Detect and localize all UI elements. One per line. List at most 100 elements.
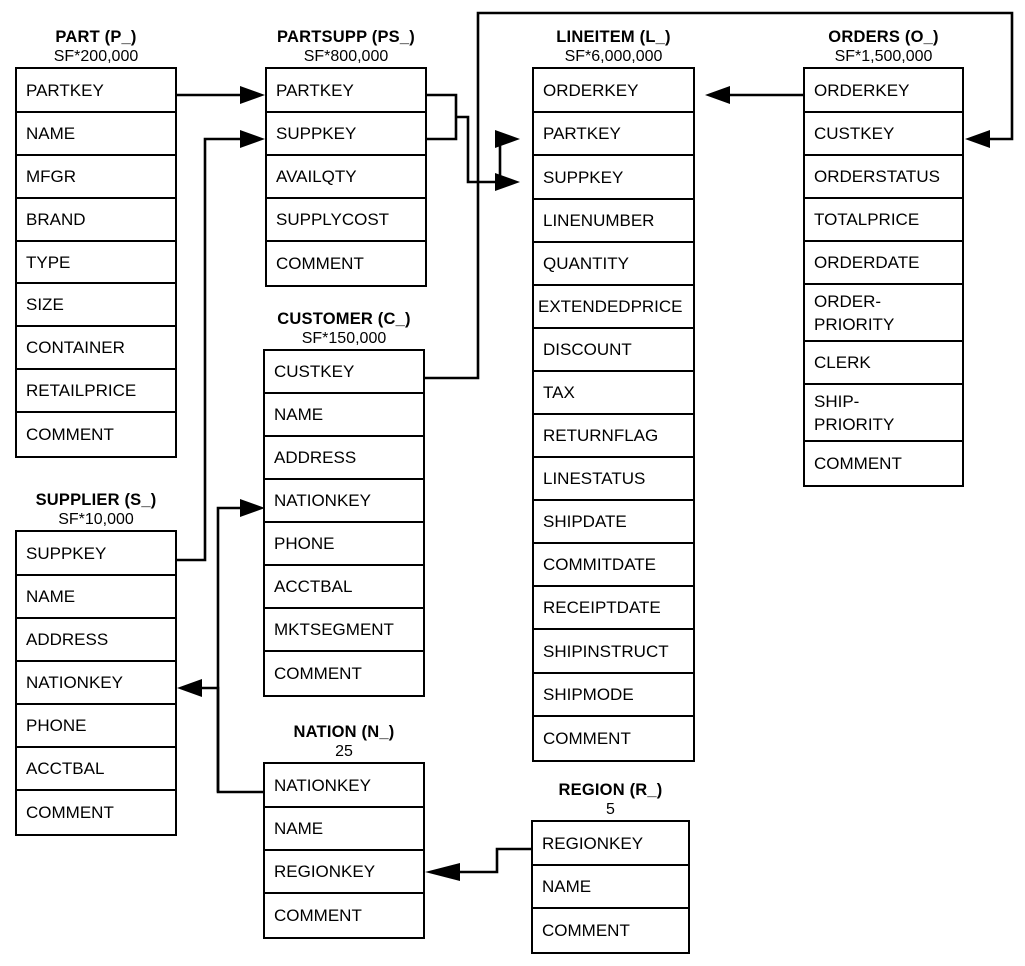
entity-lineitem-fields: ORDERKEY PARTKEY SUPPKEY LINENUMBER QUAN… bbox=[532, 67, 695, 762]
entity-nation-fields: NATIONKEY NAME REGIONKEY COMMENT bbox=[263, 762, 425, 939]
field-lineitem-tax[interactable]: TAX bbox=[534, 372, 693, 415]
entity-supplier-fields: SUPPKEY NAME ADDRESS NATIONKEY PHONE ACC… bbox=[15, 530, 177, 836]
field-customer-acctbal[interactable]: ACCTBAL bbox=[265, 566, 423, 609]
entity-partsupp-fields: PARTKEY SUPPKEY AVAILQTY SUPPLYCOST COMM… bbox=[265, 67, 427, 287]
field-region-name[interactable]: NAME bbox=[533, 866, 688, 909]
field-part-name[interactable]: NAME bbox=[17, 113, 175, 156]
field-orders-orderpriority[interactable]: ORDER-PRIORITY bbox=[805, 285, 962, 342]
field-nation-regionkey[interactable]: REGIONKEY bbox=[265, 851, 423, 894]
entity-supplier-title: SUPPLIER (S_) bbox=[35, 491, 157, 509]
entity-nation-title: NATION (N_) bbox=[293, 723, 395, 741]
field-orders-orderstatus[interactable]: ORDERSTATUS bbox=[805, 156, 962, 199]
entity-nation[interactable]: NATION (N_) 25 NATIONKEY NAME REGIONKEY … bbox=[263, 723, 425, 939]
field-orders-comment[interactable]: COMMENT bbox=[805, 442, 962, 485]
field-lineitem-linenumber[interactable]: LINENUMBER bbox=[534, 200, 693, 243]
field-customer-comment[interactable]: COMMENT bbox=[265, 652, 423, 695]
field-nation-nationkey[interactable]: NATIONKEY bbox=[265, 764, 423, 808]
connector-region-regionkey-to-nation-regionkey bbox=[425, 847, 531, 881]
entity-part-fields: PARTKEY NAME MFGR BRAND TYPE SIZE CONTAI… bbox=[15, 67, 177, 458]
field-customer-phone[interactable]: PHONE bbox=[265, 523, 423, 566]
entity-partsupp-title: PARTSUPP (PS_) bbox=[277, 28, 415, 46]
field-lineitem-extendedprice[interactable]: EXTENDEDPRICE bbox=[534, 286, 693, 329]
field-lineitem-linestatus[interactable]: LINESTATUS bbox=[534, 458, 693, 501]
field-region-regionkey[interactable]: REGIONKEY bbox=[533, 822, 688, 866]
connector-customer-custkey-to-orders-custkey bbox=[425, 11, 1014, 380]
field-supplier-acctbal[interactable]: ACCTBAL bbox=[17, 748, 175, 791]
entity-orders[interactable]: ORDERS (O_) SF*1,500,000 ORDERKEY CUSTKE… bbox=[803, 28, 964, 487]
field-customer-mktsegment[interactable]: MKTSEGMENT bbox=[265, 609, 423, 652]
field-part-partkey[interactable]: PARTKEY bbox=[17, 69, 175, 113]
field-supplier-comment[interactable]: COMMENT bbox=[17, 791, 175, 834]
field-part-comment[interactable]: COMMENT bbox=[17, 413, 175, 456]
entity-partsupp-count: SF*800,000 bbox=[303, 48, 389, 65]
connector-partsupp-to-lineitem bbox=[427, 93, 520, 191]
field-supplier-address[interactable]: ADDRESS bbox=[17, 619, 175, 662]
field-nation-comment[interactable]: COMMENT bbox=[265, 894, 423, 937]
entity-part-count: SF*200,000 bbox=[53, 48, 139, 65]
field-region-comment[interactable]: COMMENT bbox=[533, 909, 688, 952]
entity-lineitem-title: LINEITEM (L_) bbox=[556, 28, 671, 46]
entity-region[interactable]: REGION (R_) 5 REGIONKEY NAME COMMENT bbox=[531, 781, 690, 954]
field-nation-name[interactable]: NAME bbox=[265, 808, 423, 851]
entity-orders-count: SF*1,500,000 bbox=[834, 48, 933, 65]
field-partsupp-partkey[interactable]: PARTKEY bbox=[267, 69, 425, 113]
field-lineitem-suppkey[interactable]: SUPPKEY bbox=[534, 156, 693, 200]
field-orders-clerk[interactable]: CLERK bbox=[805, 342, 962, 385]
entity-customer-fields: CUSTKEY NAME ADDRESS NATIONKEY PHONE ACC… bbox=[263, 349, 425, 697]
connector-nation-nationkey-to-supplier-and-customer bbox=[177, 499, 265, 794]
field-customer-address[interactable]: ADDRESS bbox=[265, 437, 423, 480]
field-customer-custkey[interactable]: CUSTKEY bbox=[265, 351, 423, 394]
field-lineitem-shipdate[interactable]: SHIPDATE bbox=[534, 501, 693, 544]
field-lineitem-returnflag[interactable]: RETURNFLAG bbox=[534, 415, 693, 458]
entity-supplier[interactable]: SUPPLIER (S_) SF*10,000 SUPPKEY NAME ADD… bbox=[15, 491, 177, 836]
field-lineitem-partkey[interactable]: PARTKEY bbox=[534, 113, 693, 156]
entity-part[interactable]: PART (P_) SF*200,000 PARTKEY NAME MFGR B… bbox=[15, 28, 177, 458]
field-part-mfgr[interactable]: MFGR bbox=[17, 156, 175, 199]
field-part-type[interactable]: TYPE bbox=[17, 242, 175, 284]
field-orders-custkey[interactable]: CUSTKEY bbox=[805, 113, 962, 156]
field-lineitem-discount[interactable]: DISCOUNT bbox=[534, 329, 693, 372]
entity-supplier-count: SF*10,000 bbox=[58, 511, 134, 528]
field-customer-nationkey[interactable]: NATIONKEY bbox=[265, 480, 423, 523]
field-lineitem-orderkey[interactable]: ORDERKEY bbox=[534, 69, 693, 113]
field-orders-orderdate[interactable]: ORDERDATE bbox=[805, 242, 962, 285]
field-supplier-name[interactable]: NAME bbox=[17, 576, 175, 619]
entity-part-title: PART (P_) bbox=[55, 28, 137, 46]
field-part-retailprice[interactable]: RETAILPRICE bbox=[17, 370, 175, 413]
entity-customer[interactable]: CUSTOMER (C_) SF*150,000 CUSTKEY NAME AD… bbox=[263, 310, 425, 697]
entity-lineitem[interactable]: LINEITEM (L_) SF*6,000,000 ORDERKEY PART… bbox=[532, 28, 695, 762]
field-lineitem-comment[interactable]: COMMENT bbox=[534, 717, 693, 760]
entity-region-title: REGION (R_) bbox=[558, 781, 663, 799]
entity-region-count: 5 bbox=[606, 801, 615, 818]
field-orders-shippriority[interactable]: SHIP-PRIORITY bbox=[805, 385, 962, 442]
field-supplier-nationkey[interactable]: NATIONKEY bbox=[17, 662, 175, 705]
field-lineitem-shipmode[interactable]: SHIPMODE bbox=[534, 674, 693, 717]
field-part-size[interactable]: SIZE bbox=[17, 284, 175, 327]
entity-orders-title: ORDERS (O_) bbox=[828, 28, 939, 46]
field-customer-name[interactable]: NAME bbox=[265, 394, 423, 437]
field-part-container[interactable]: CONTAINER bbox=[17, 327, 175, 370]
entity-region-fields: REGIONKEY NAME COMMENT bbox=[531, 820, 690, 954]
field-orders-orderkey[interactable]: ORDERKEY bbox=[805, 69, 962, 113]
field-orders-totalprice[interactable]: TOTALPRICE bbox=[805, 199, 962, 242]
entity-customer-count: SF*150,000 bbox=[301, 330, 387, 347]
field-lineitem-shipinstruct[interactable]: SHIPINSTRUCT bbox=[534, 630, 693, 674]
entity-partsupp[interactable]: PARTSUPP (PS_) SF*800,000 PARTKEY SUPPKE… bbox=[265, 28, 427, 287]
entity-customer-title: CUSTOMER (C_) bbox=[277, 310, 411, 328]
connector-part-partkey-to-partsupp-partkey bbox=[177, 86, 265, 104]
entity-nation-count: 25 bbox=[335, 743, 353, 760]
field-lineitem-quantity[interactable]: QUANTITY bbox=[534, 243, 693, 286]
field-lineitem-commitdate[interactable]: COMMITDATE bbox=[534, 544, 693, 587]
field-part-brand[interactable]: BRAND bbox=[17, 199, 175, 242]
entity-orders-fields: ORDERKEY CUSTKEY ORDERSTATUS TOTALPRICE … bbox=[803, 67, 964, 487]
field-partsupp-suppkey[interactable]: SUPPKEY bbox=[267, 113, 425, 156]
field-lineitem-receiptdate[interactable]: RECEIPTDATE bbox=[534, 587, 693, 630]
field-partsupp-supplycost[interactable]: SUPPLYCOST bbox=[267, 199, 425, 242]
field-supplier-suppkey[interactable]: SUPPKEY bbox=[17, 532, 175, 576]
field-supplier-phone[interactable]: PHONE bbox=[17, 705, 175, 748]
connector-orders-orderkey-to-lineitem-orderkey bbox=[705, 86, 803, 104]
field-partsupp-availqty[interactable]: AVAILQTY bbox=[267, 156, 425, 199]
field-partsupp-comment[interactable]: COMMENT bbox=[267, 242, 425, 285]
